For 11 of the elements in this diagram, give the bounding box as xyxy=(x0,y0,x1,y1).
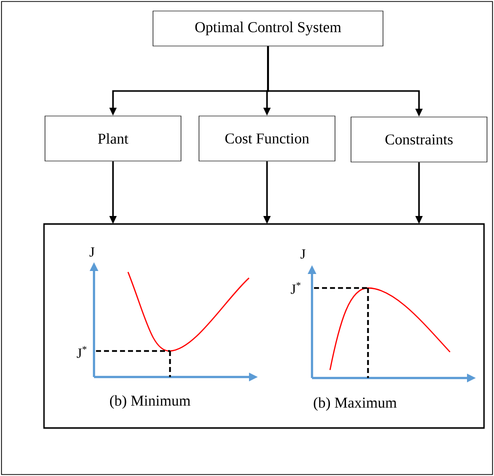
axis-label: J xyxy=(300,249,306,259)
title-box: Optimal Control System xyxy=(152,10,384,46)
process-box: Plant xyxy=(44,116,182,162)
axis-label: J$^{*}$ xyxy=(76,346,86,358)
process-box: Constraints xyxy=(350,116,488,162)
process-box: Cost Function xyxy=(198,116,336,162)
chart-caption: (b) Minimum xyxy=(110,395,190,409)
chart-caption: (b) Maximum xyxy=(314,397,397,411)
axis-label: J xyxy=(90,247,94,257)
chart-panel xyxy=(43,223,485,429)
axis-label: J$^{*}$ xyxy=(290,282,300,294)
